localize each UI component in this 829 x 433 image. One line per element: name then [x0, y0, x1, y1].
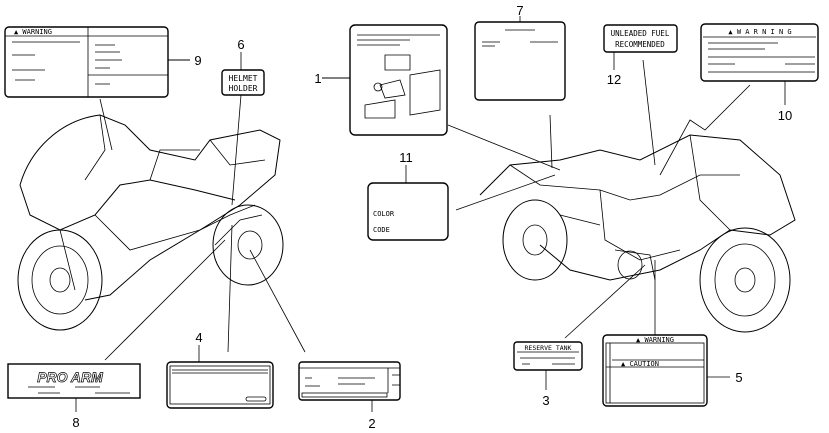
- callout-10: 10: [778, 108, 792, 123]
- label-2: [298, 361, 401, 401]
- caution-5-heading: ▲ CAUTION: [621, 360, 659, 368]
- callout-9: 9: [194, 53, 201, 68]
- callout-2: 2: [368, 416, 375, 431]
- color-line1: COLOR: [373, 210, 395, 218]
- pro-arm-label: PRO ARM: [7, 363, 141, 399]
- helmet-line2: HOLDER: [229, 84, 258, 93]
- left-motorcycle-drawing: [17, 114, 284, 331]
- warning-5-heading: ▲ WARNING: [636, 336, 674, 344]
- label-4: [166, 361, 274, 409]
- fuel-line1: UNLEADED FUEL: [611, 29, 670, 38]
- callout-6: 6: [237, 37, 244, 52]
- reserve-tank-text: RESERVE TANK: [525, 344, 572, 352]
- callout-11: 11: [399, 150, 413, 165]
- pro-arm-text: PRO ARM: [37, 369, 103, 385]
- color-line2: CODE: [373, 226, 390, 234]
- callout-7: 7: [516, 3, 523, 18]
- callout-1: 1: [314, 71, 321, 86]
- callout-4: 4: [195, 330, 202, 345]
- callout-12: 12: [607, 72, 621, 87]
- leader-lines: [75, 16, 786, 412]
- fuel-line2: RECOMMENDED: [615, 40, 665, 49]
- helmet-line1: HELMET: [229, 74, 258, 83]
- warning-10-heading: ▲ W A R N I N G: [728, 28, 791, 36]
- helmet-holder-label: HELMET HOLDER: [221, 69, 265, 96]
- callout-3: 3: [542, 393, 549, 408]
- warning-caution-label-5: ▲ WARNING ▲ CAUTION: [602, 334, 708, 407]
- warning-label-7: [474, 21, 566, 101]
- diagram-label-1: [349, 24, 448, 136]
- callout-5: 5: [735, 370, 742, 385]
- callout-8: 8: [72, 415, 79, 430]
- right-motorcycle-drawing: [479, 134, 796, 333]
- color-code-label: COLOR CODE: [367, 182, 449, 241]
- callout-numbers: 1 2 3 4 5 6 7 8 9 10 11 12: [72, 3, 792, 431]
- warning-9-heading: ▲ WARNING: [14, 28, 52, 36]
- unleaded-fuel-label: UNLEADED FUEL RECOMMENDED: [603, 24, 678, 53]
- warning-label-9: ▲ WARNING: [4, 26, 169, 98]
- warning-label-10: ▲ W A R N I N G: [700, 23, 819, 82]
- reserve-tank-label: RESERVE TANK: [513, 341, 583, 371]
